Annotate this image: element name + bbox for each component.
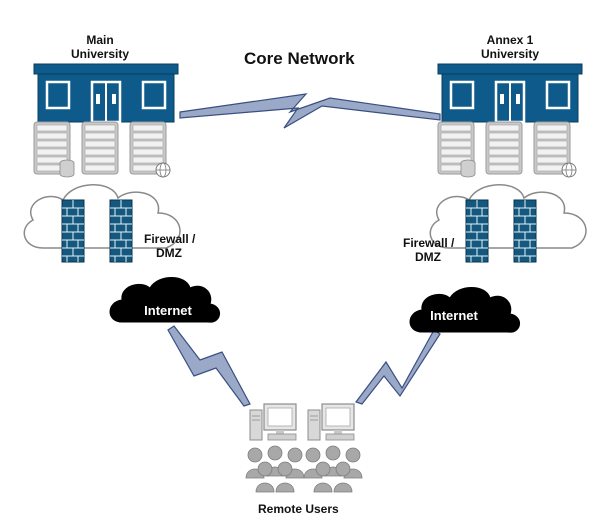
remote-users-group <box>245 403 363 493</box>
firewall-icon <box>513 199 537 263</box>
main-site-label: Main University <box>70 33 130 61</box>
internet-label-left: Internet <box>144 303 192 318</box>
database-icon <box>59 159 75 178</box>
page-title: Core Network <box>244 49 355 68</box>
annex-firewall-label: Firewall / DMZ <box>403 236 454 264</box>
main-firewall-label: Firewall / DMZ <box>144 232 195 260</box>
annex-firewall-line1: Firewall / <box>403 236 455 250</box>
annex-site-label: Annex 1 University <box>478 33 542 61</box>
internet-link-left <box>167 325 251 407</box>
globe-icon <box>561 162 577 178</box>
globe-icon <box>155 162 171 178</box>
main-firewall-line1: Firewall / <box>144 232 196 246</box>
annex-site <box>429 62 587 263</box>
server-icon <box>485 121 523 175</box>
user-group-icon <box>245 445 363 493</box>
main-site-name-line2: University <box>70 47 130 61</box>
internet-label-right: Internet <box>430 308 478 323</box>
building-icon <box>32 62 180 124</box>
firewall-icon <box>109 199 133 263</box>
building-icon <box>436 62 584 124</box>
database-icon <box>460 159 476 178</box>
server-icon <box>81 121 119 175</box>
firewall-icon <box>61 199 85 263</box>
core-network-link <box>179 93 441 129</box>
annex-firewall-line2: DMZ <box>415 250 441 264</box>
main-site-name-line1: Main <box>86 33 114 47</box>
annex-site-name-line2: University <box>480 47 540 61</box>
computer-icon <box>249 403 297 441</box>
computer-icon <box>307 403 355 441</box>
main-site <box>23 62 181 263</box>
main-firewall-line2: DMZ <box>156 246 182 260</box>
internet-link-right <box>355 329 441 405</box>
remote-users-label: Remote Users <box>258 502 339 516</box>
firewall-icon <box>465 199 489 263</box>
annex-site-name-line1: Annex 1 <box>486 33 534 47</box>
